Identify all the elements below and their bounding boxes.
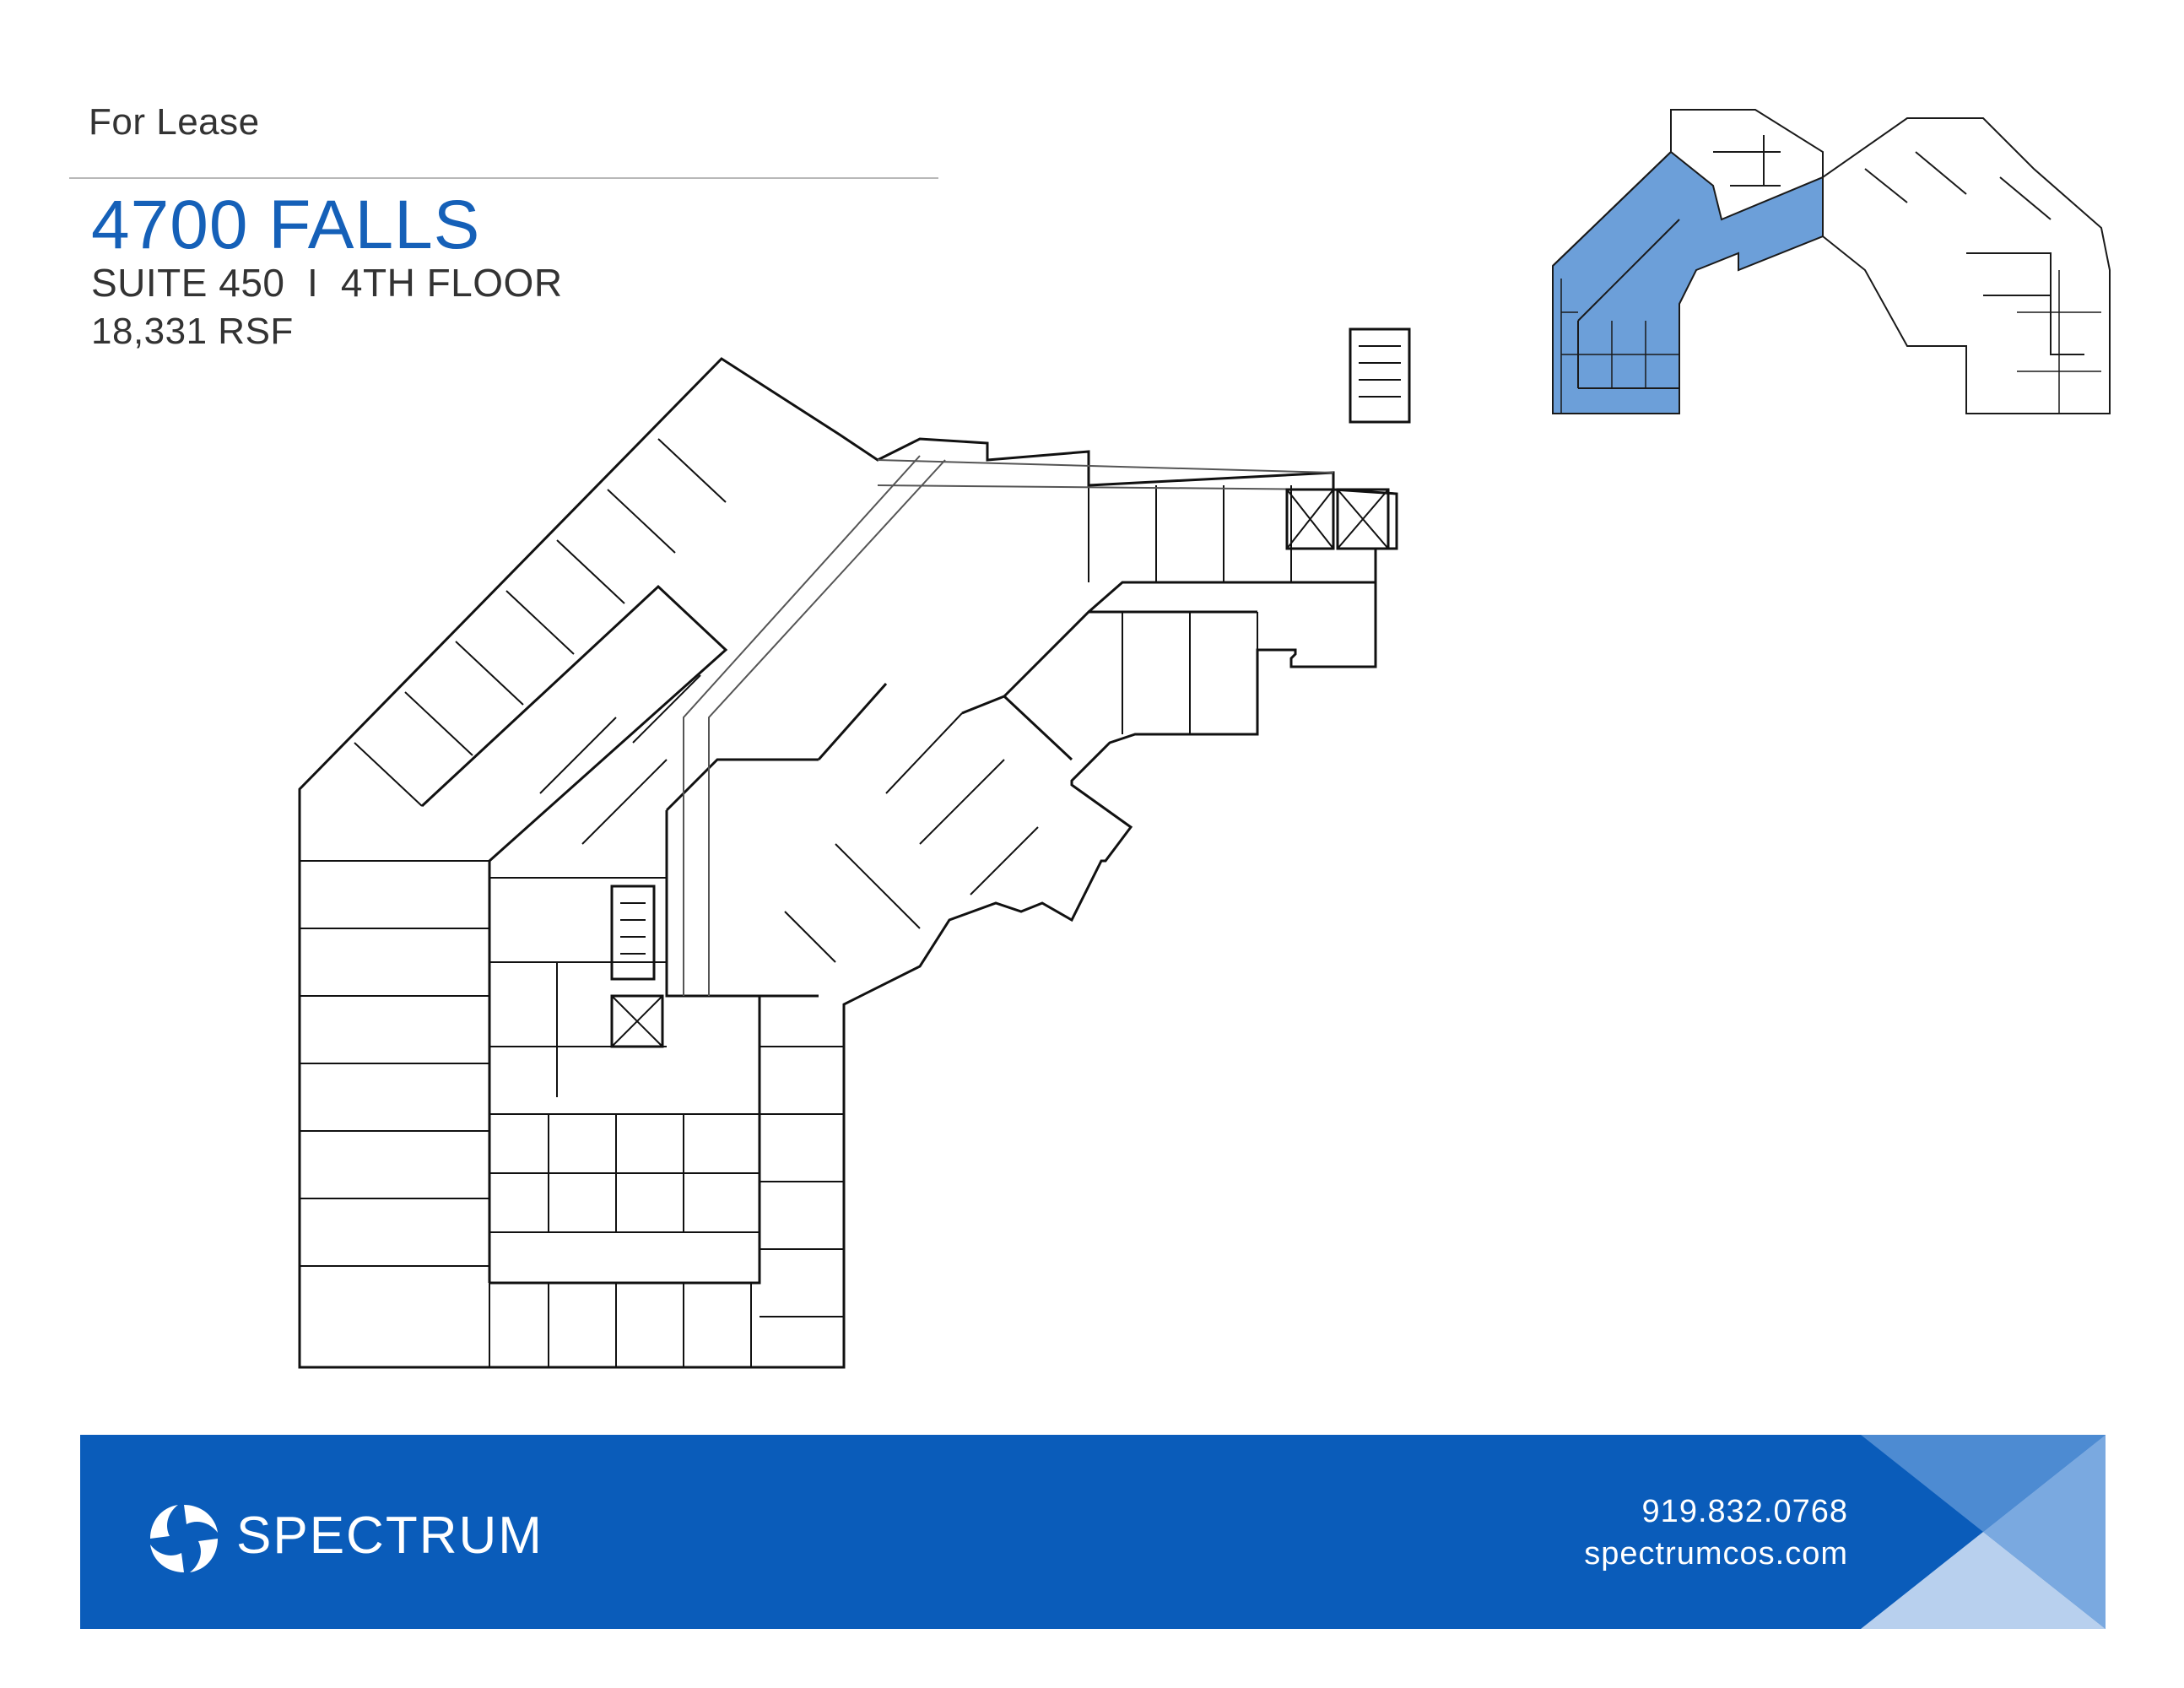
- suite-450-highlight: [1552, 150, 1824, 414]
- phone-number[interactable]: 919.832.0768: [1641, 1494, 1848, 1529]
- for-lease-label: For Lease: [89, 101, 260, 143]
- floor-plan-drawing: [298, 327, 1411, 1369]
- key-plan-drawing: [1552, 109, 2111, 414]
- footer-banner: SPECTRUM 919.832.0768 spectrumcos.com: [80, 1435, 2106, 1629]
- brand-name: SPECTRUM: [236, 1507, 543, 1565]
- spectrum-logo-icon: [150, 1505, 218, 1572]
- suite-floor-label: SUITE 450 I 4TH FLOOR: [91, 261, 563, 305]
- header-divider: [69, 177, 938, 179]
- building-title: 4700 FALLS: [91, 187, 481, 263]
- website-link[interactable]: spectrumcos.com: [1584, 1536, 1848, 1572]
- rentable-area: 18,331 RSF: [91, 311, 294, 352]
- footer-decorative-triangles: [1861, 1435, 2106, 1629]
